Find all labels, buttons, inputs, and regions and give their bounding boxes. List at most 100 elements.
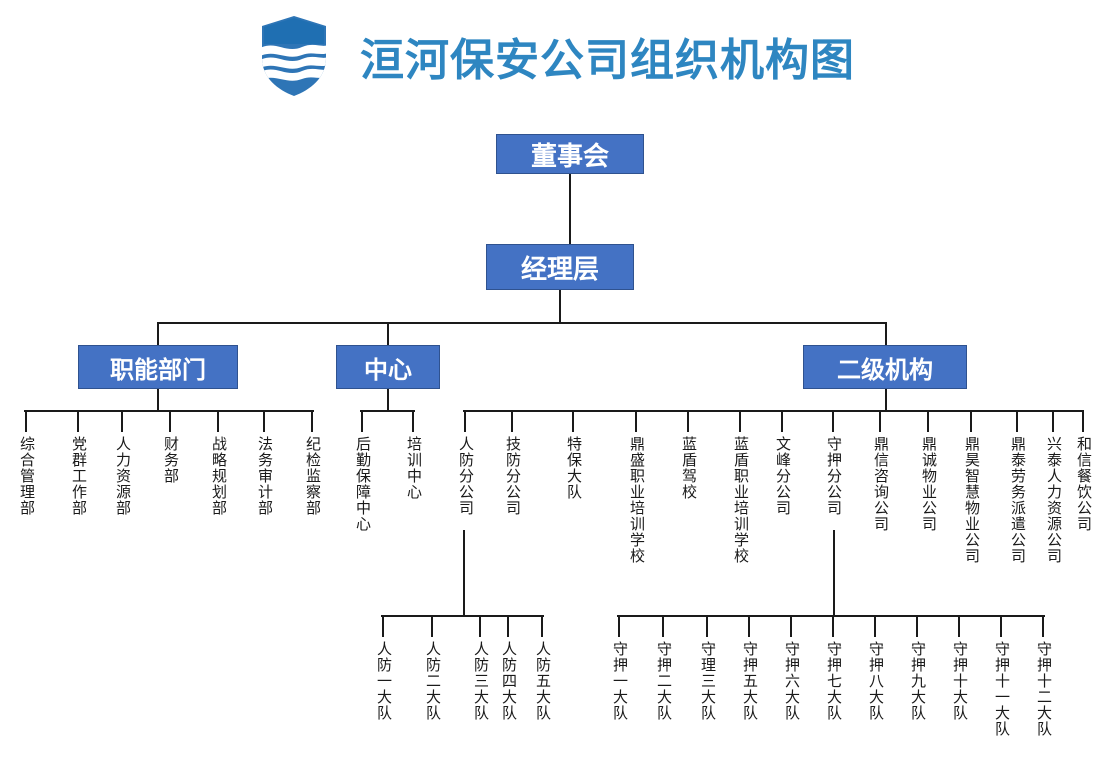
connector-tick-secondary-12 [1016,410,1018,432]
connector-secondary-bus [463,410,1083,412]
connector-renfang-bus [381,615,544,617]
connector-tick-center-1 [361,410,363,432]
leaf-secondary-5[interactable]: 蓝盾驾校 [680,436,697,500]
connector-tick-renfang-3 [479,615,481,637]
leaf-secondary-6[interactable]: 蓝盾职业培训学校 [732,436,749,564]
leaf-shouya-1[interactable]: 守押一大队 [611,641,628,721]
connector-tick-functional-3 [121,410,123,432]
connector-tick-shouya-1 [618,615,620,637]
node-management-level[interactable]: 经理层 [486,244,634,290]
connector-tick-secondary-2 [511,410,513,432]
connector-tick-functional-6 [263,410,265,432]
connector-tick-shouya-9 [958,615,960,637]
connector-tick-renfang-2 [431,615,433,637]
leaf-shouya-3[interactable]: 守理三大队 [699,641,716,721]
connector-tick-secondary-1 [464,410,466,432]
connector-drop-functional [157,322,159,345]
connector-tick-renfang-1 [382,615,384,637]
connector-tick-renfang-4 [507,615,509,637]
chart-header: 洹河保安公司组织机构图 [0,0,1119,110]
connector-shouya-stem [833,530,835,616]
shield-wave-logo-icon [258,14,330,98]
leaf-functional-2[interactable]: 党群工作部 [70,436,87,516]
connector-tick-shouya-10 [1000,615,1002,637]
connector-tick-shouya-8 [916,615,918,637]
node-center[interactable]: 中心 [336,345,440,389]
leaf-shouya-4[interactable]: 守押五大队 [741,641,758,721]
connector-management-stem [559,290,561,323]
leaf-shouya-10[interactable]: 守押十一大队 [993,641,1010,737]
leaf-functional-5[interactable]: 战略规划部 [210,436,227,516]
connector-tick-secondary-10 [927,410,929,432]
node-secondary-institutions[interactable]: 二级机构 [803,345,967,389]
leaf-functional-7[interactable]: 纪检监察部 [304,436,321,516]
leaf-renfang-2[interactable]: 人防二大队 [424,641,441,721]
leaf-secondary-8[interactable]: 守押分公司 [825,436,842,516]
connector-tick-secondary-13 [1052,410,1054,432]
leaf-functional-1[interactable]: 综合管理部 [18,436,35,516]
connector-center-stem [387,389,389,411]
connector-renfang-stem [463,530,465,616]
leaf-secondary-10[interactable]: 鼎诚物业公司 [920,436,937,532]
leaf-secondary-13[interactable]: 兴泰人力资源公司 [1045,436,1062,564]
connector-tick-shouya-2 [662,615,664,637]
leaf-secondary-1[interactable]: 人防分公司 [457,436,474,516]
connector-tick-renfang-5 [541,615,543,637]
connector-tick-shouya-3 [706,615,708,637]
connector-tick-functional-7 [311,410,313,432]
connector-tick-secondary-11 [970,410,972,432]
leaf-shouya-9[interactable]: 守押十大队 [951,641,968,721]
connector-tick-shouya-11 [1042,615,1044,637]
connector-tick-functional-1 [25,410,27,432]
leaf-secondary-4[interactable]: 鼎盛职业培训学校 [628,436,645,564]
leaf-renfang-1[interactable]: 人防一大队 [375,641,392,721]
connector-tick-shouya-5 [790,615,792,637]
connector-tick-center-2 [412,410,414,432]
leaf-secondary-7[interactable]: 文峰分公司 [774,436,791,516]
node-functional-departments[interactable]: 职能部门 [78,345,238,389]
connector-tick-shouya-6 [832,615,834,637]
leaf-secondary-14[interactable]: 和信餐饮公司 [1075,436,1092,532]
connector-tier2-bus [157,322,886,324]
page-title: 洹河保安公司组织机构图 [360,36,855,85]
leaf-secondary-11[interactable]: 鼎昊智慧物业公司 [963,436,980,564]
connector-tick-secondary-7 [781,410,783,432]
leaf-shouya-2[interactable]: 守押二大队 [655,641,672,721]
node-board-of-directors[interactable]: 董事会 [496,134,644,174]
leaf-functional-4[interactable]: 财务部 [162,436,179,484]
leaf-functional-6[interactable]: 法务审计部 [256,436,273,516]
connector-tick-secondary-8 [832,410,834,432]
leaf-shouya-11[interactable]: 守押十二大队 [1035,641,1052,737]
connector-tick-secondary-4 [635,410,637,432]
leaf-shouya-6[interactable]: 守押七大队 [825,641,842,721]
leaf-center-2[interactable]: 培训中心 [405,436,422,500]
leaf-secondary-9[interactable]: 鼎信咨询公司 [872,436,889,532]
leaf-renfang-5[interactable]: 人防五大队 [534,641,551,721]
connector-tick-secondary-9 [879,410,881,432]
connector-tick-secondary-14 [1082,410,1084,432]
connector-tick-secondary-6 [739,410,741,432]
connector-tick-functional-5 [217,410,219,432]
leaf-renfang-3[interactable]: 人防三大队 [472,641,489,721]
connector-tick-functional-2 [77,410,79,432]
leaf-secondary-12[interactable]: 鼎泰劳务派遣公司 [1009,436,1026,564]
connector-functional-stem [157,389,159,411]
leaf-renfang-4[interactable]: 人防四大队 [500,641,517,721]
connector-tick-secondary-3 [572,410,574,432]
leaf-shouya-8[interactable]: 守押九大队 [909,641,926,721]
connector-drop-secondary [885,322,887,345]
connector-drop-center [387,322,389,345]
leaf-center-1[interactable]: 后勤保障中心 [354,436,371,532]
connector-tick-shouya-7 [874,615,876,637]
connector-board-to-management [569,174,571,244]
leaf-secondary-3[interactable]: 特保大队 [565,436,582,500]
connector-center-bus [360,410,415,412]
connector-tick-shouya-4 [748,615,750,637]
connector-tick-secondary-5 [687,410,689,432]
leaf-shouya-7[interactable]: 守押八大队 [867,641,884,721]
leaf-secondary-2[interactable]: 技防分公司 [504,436,521,516]
connector-tick-functional-4 [169,410,171,432]
leaf-shouya-5[interactable]: 守押六大队 [783,641,800,721]
leaf-functional-3[interactable]: 人力资源部 [114,436,131,516]
